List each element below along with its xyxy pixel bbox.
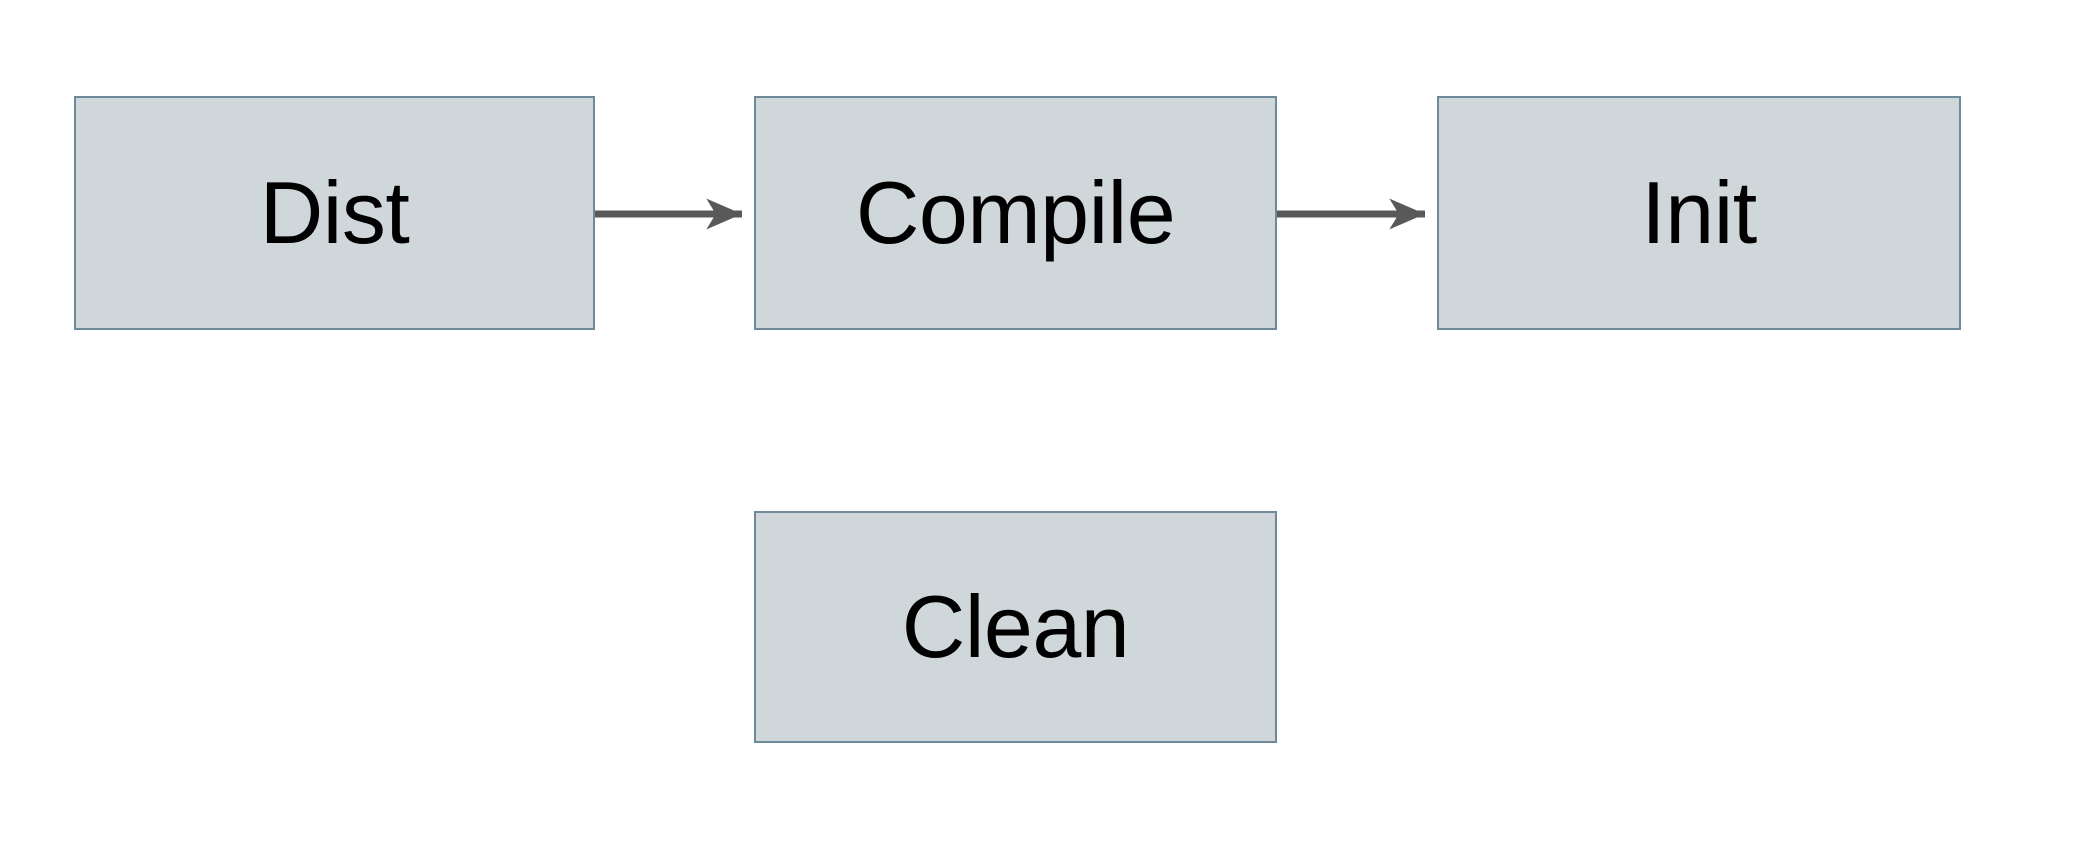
node-init[interactable]: Init <box>1437 96 1961 330</box>
node-compile[interactable]: Compile <box>754 96 1277 330</box>
node-init-label: Init <box>1641 163 1757 262</box>
node-clean-label: Clean <box>901 577 1130 676</box>
node-clean[interactable]: Clean <box>754 511 1277 743</box>
node-dist-label: Dist <box>259 163 410 262</box>
node-dist[interactable]: Dist <box>74 96 595 330</box>
node-compile-label: Compile <box>855 163 1176 262</box>
